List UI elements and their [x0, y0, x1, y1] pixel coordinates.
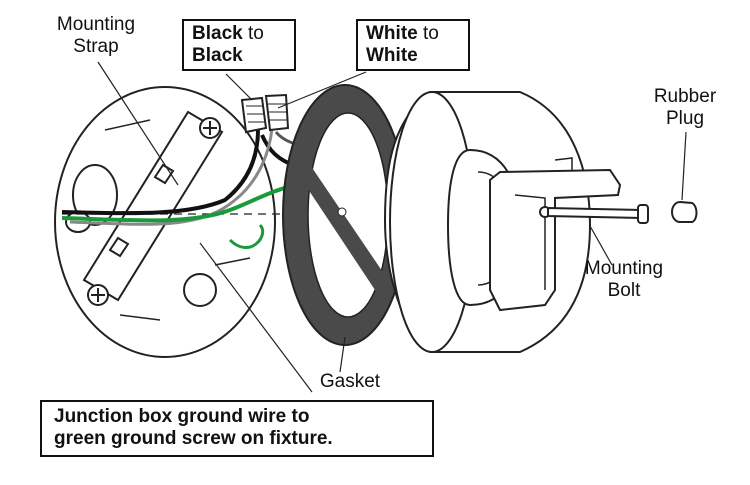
label-rubber-plug: Rubber Plug	[653, 86, 717, 129]
white-label-2: White	[366, 45, 418, 66]
mounting-bolt	[547, 204, 649, 224]
ground-wire-lead	[228, 223, 265, 249]
label-gasket: Gasket	[319, 371, 381, 392]
label-mounting-bolt: Mounting Bolt	[584, 258, 664, 301]
gasket	[282, 84, 408, 346]
white-label-1: White	[366, 23, 418, 44]
black-label-1: Black	[192, 23, 243, 44]
black-label-to: to	[242, 23, 264, 44]
wire-nuts	[240, 93, 290, 134]
fixture-body	[383, 91, 622, 353]
rubber-plug	[671, 201, 698, 223]
black-label-2: Black	[192, 45, 243, 66]
white-wire	[69, 127, 274, 226]
ground-wire-note: Junction box ground wire to green ground…	[40, 400, 434, 457]
note-line-1: Junction box ground wire to	[54, 406, 310, 427]
note-line-2: green ground screw on fixture.	[54, 428, 333, 449]
label-white-to-white: White to White	[356, 19, 470, 71]
white-label-to: to	[417, 23, 439, 44]
black-wire	[61, 129, 260, 216]
leader-lines	[97, 61, 687, 393]
label-black-to-black: Black to Black	[182, 19, 296, 71]
label-mounting-strap: Mounting Strap	[56, 14, 136, 57]
